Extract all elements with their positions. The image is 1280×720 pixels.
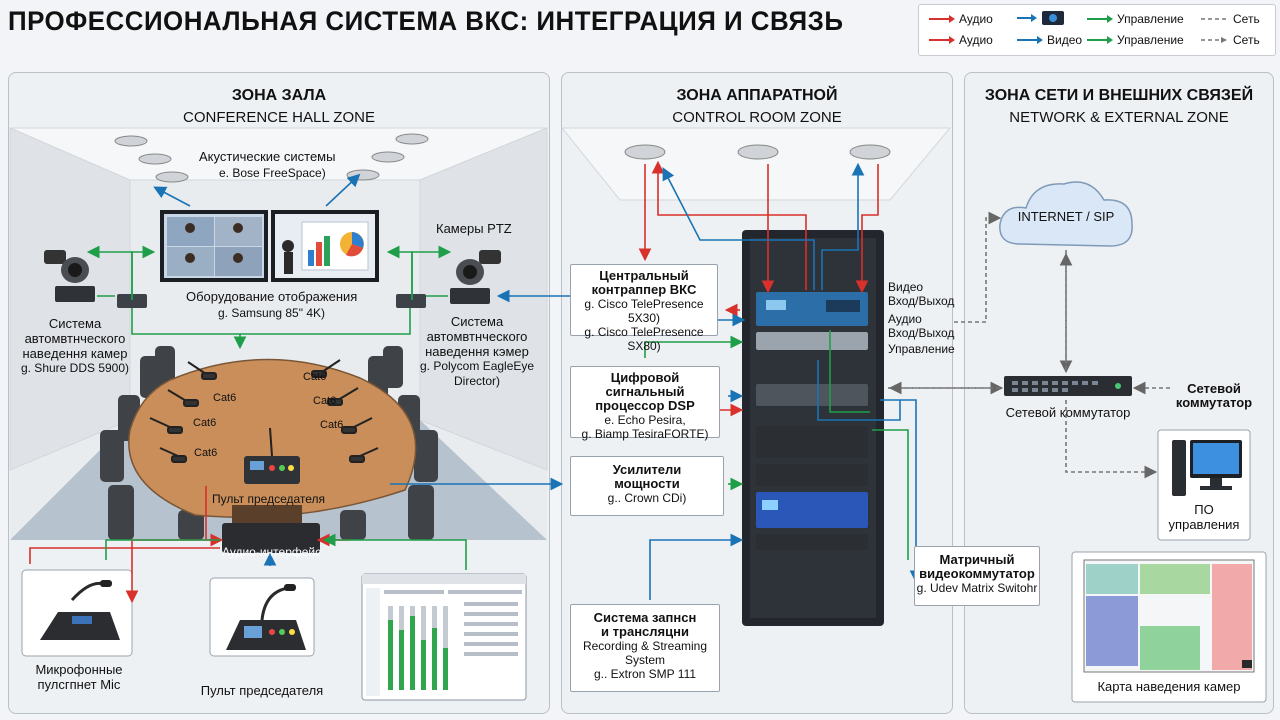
camera-map-floorplan <box>1083 559 1255 673</box>
arrow-right-icon <box>1017 14 1037 22</box>
camera-map-label: Карта наведения камер <box>1097 679 1241 694</box>
cloud-label: INTERNET / SIP <box>1017 209 1115 224</box>
display-left <box>160 210 268 282</box>
legend-network-1: Сеть <box>1199 12 1260 26</box>
camera-icon <box>1042 11 1064 25</box>
page-title: ПРОФЕССИОНАЛЬНАЯ СИСТЕМА ВКС: ИНТЕГРАЦИЯ… <box>8 6 844 36</box>
legend-control-2: Управление <box>1085 33 1184 47</box>
arrow-right-icon <box>1087 36 1113 44</box>
control-zone-subtitle: CONTROL ROOM ZONE <box>672 109 842 126</box>
chairman-label: Пульт председателя <box>212 492 326 506</box>
rack-label-control: Управление <box>888 342 955 356</box>
switch-label: Сетевой коммутатор <box>1005 405 1131 420</box>
arrow-right-icon <box>929 15 955 23</box>
display-right <box>271 210 379 282</box>
control-ceiling-speakers <box>624 144 891 160</box>
conference-table <box>128 358 417 535</box>
legend-control-1: Управление <box>1085 12 1184 26</box>
switch-label-2: Сетевой коммутатор <box>1175 381 1253 410</box>
legend-video-2: Видео <box>1015 33 1082 47</box>
rack-label-audio: Аудио Вход/Выход <box>888 312 955 340</box>
software-label: ПО управления <box>1168 502 1240 532</box>
cat6-label: Cat6 <box>193 417 217 429</box>
arrow-right-icon <box>929 36 955 44</box>
cat6-label: Cat6 <box>303 371 327 383</box>
ptz-label: Камеры PTZ <box>436 221 512 236</box>
rack-label-video: Видео Вход/Выход <box>888 280 955 308</box>
amplifier-box: Усилители мощности g.. Crown CDi) <box>570 456 724 516</box>
chairman-console <box>244 427 300 484</box>
arrow-right-icon <box>1017 36 1043 44</box>
arrow-right-icon <box>1087 15 1113 23</box>
legend-audio-2: Аудио <box>927 33 993 47</box>
matrix-switcher-box: Матричный видеокоммутатор g. Udev Matrix… <box>914 546 1040 606</box>
network-zone-title: ЗОНА СЕТИ И ВНЕШНИХ СВЯЗЕЙ <box>984 87 1254 104</box>
network-switch <box>1004 376 1132 396</box>
speakers-label: Акустические системы <box>199 149 336 164</box>
legend-network-2: Сеть <box>1199 33 1260 47</box>
recording-box: Система запнсн и трансляцни Recording & … <box>570 604 720 692</box>
cat6-label: Cat6 <box>194 447 218 459</box>
cat6-label: Cat6 <box>320 419 344 431</box>
dashed-arrow-icon <box>1201 37 1227 43</box>
desktop-computer-illustration <box>1172 440 1242 496</box>
network-zone-subtitle: NETWORK & EXTERNAL ZONE <box>1009 109 1229 126</box>
audio-interface <box>222 523 320 553</box>
hall-zone-title: ЗОНА ЗАЛА <box>231 87 327 104</box>
table-microphones <box>149 359 379 463</box>
dashed-line-icon <box>1201 18 1227 20</box>
tracking-right: Система автомвтнческого наведення кэмер … <box>420 314 535 388</box>
tracking-left: Система автомвтнческого навeдeння камер … <box>20 316 130 375</box>
equipment-rack <box>742 230 884 626</box>
cat6-label: Cat6 <box>213 392 237 404</box>
control-zone-title: ЗОНА АППАРАТНОЙ <box>676 87 838 104</box>
ptz-camera-left <box>44 250 95 302</box>
cat6-label: Cat6 <box>313 395 337 407</box>
control-ceiling <box>560 127 952 201</box>
junction-box-left <box>117 294 147 308</box>
displays-model: g. Samsung 85" 4K) <box>218 306 325 320</box>
hall-zone-subtitle: CONFERENCE HALL ZONE <box>183 109 375 126</box>
displays-label: Оборудование отображения <box>186 289 358 304</box>
dsp-box: Цифровой сигнальный процессор DSP e. Ech… <box>570 366 720 441</box>
mic-label: Микрофонные пулсгпнет Mic <box>35 662 123 692</box>
ceiling-speakers <box>114 133 429 183</box>
legend-audio-1: Аудио <box>927 12 993 26</box>
chairman-unit-label: Пульт председателя <box>200 683 324 698</box>
legend-video-1 <box>1015 10 1065 26</box>
ptz-camera-right <box>450 250 501 304</box>
legend: Аудио Управление Сеть Аудио Видео Управл… <box>918 4 1276 56</box>
mixer-software-window <box>361 573 527 701</box>
codec-box: Центральный контраппер ВКС g. Cisco Tele… <box>570 264 718 353</box>
audio-interface-label: Аудио-интерфейс <box>222 545 322 559</box>
gooseneck-mic-illustration <box>40 580 120 640</box>
junction-box-right <box>396 294 426 308</box>
chairman-unit-illustration <box>226 584 306 650</box>
connections <box>29 160 1170 604</box>
speakers-model: e. Bose FreeSpace) <box>219 166 326 180</box>
